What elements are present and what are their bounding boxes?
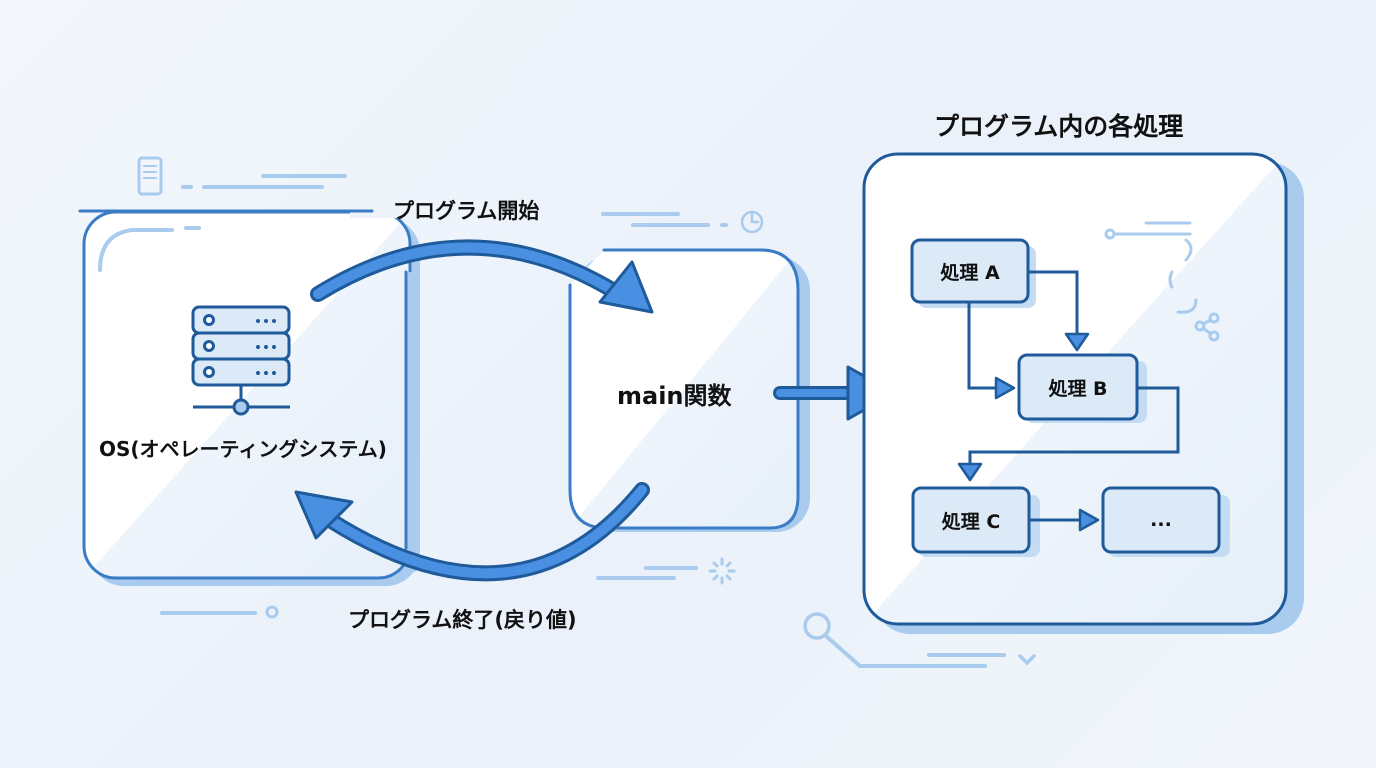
process-container-title: プログラム内の各処理 [934, 112, 1184, 141]
start-arrow [310, 239, 654, 314]
process-c-label: 処理 C [941, 510, 1001, 533]
process-more-label: ... [1150, 509, 1172, 531]
process-node-b [1017, 353, 1147, 423]
document-icon [137, 156, 163, 196]
edge-b-to-c [968, 386, 1180, 466]
end-arrow-label: プログラム終了(戻り値) [348, 608, 577, 632]
connectors [967, 270, 1180, 522]
decor-bottom-right [803, 612, 1036, 668]
os-box-gap [350, 208, 430, 218]
process-node-a [910, 238, 1036, 308]
main-function-label: main関数 [617, 382, 732, 410]
end-arrow [294, 482, 650, 582]
connector-arrowheads [957, 332, 1100, 532]
loading-icon [708, 557, 736, 585]
process-node-more [1101, 486, 1230, 557]
edge-a-to-b-left [967, 302, 998, 390]
main-box [568, 248, 810, 532]
search-icon [803, 612, 831, 640]
os-label: OS(オペレーティングシステム) [99, 437, 387, 461]
clock-icon [740, 210, 764, 234]
process-node-c [911, 486, 1040, 557]
share-icon [1194, 312, 1220, 342]
decor-top-left [98, 156, 347, 270]
process-b-label: 処理 B [1048, 377, 1108, 400]
decor-process [1104, 221, 1220, 342]
process-a-label: 処理 A [940, 261, 1000, 284]
decor-bottom [160, 557, 736, 619]
divider-lines [404, 270, 419, 572]
edge-a-to-b-top [1028, 270, 1079, 336]
start-arrow-label: プログラム開始 [393, 199, 540, 223]
decor-top-main [601, 210, 764, 234]
server-icon [191, 305, 291, 416]
